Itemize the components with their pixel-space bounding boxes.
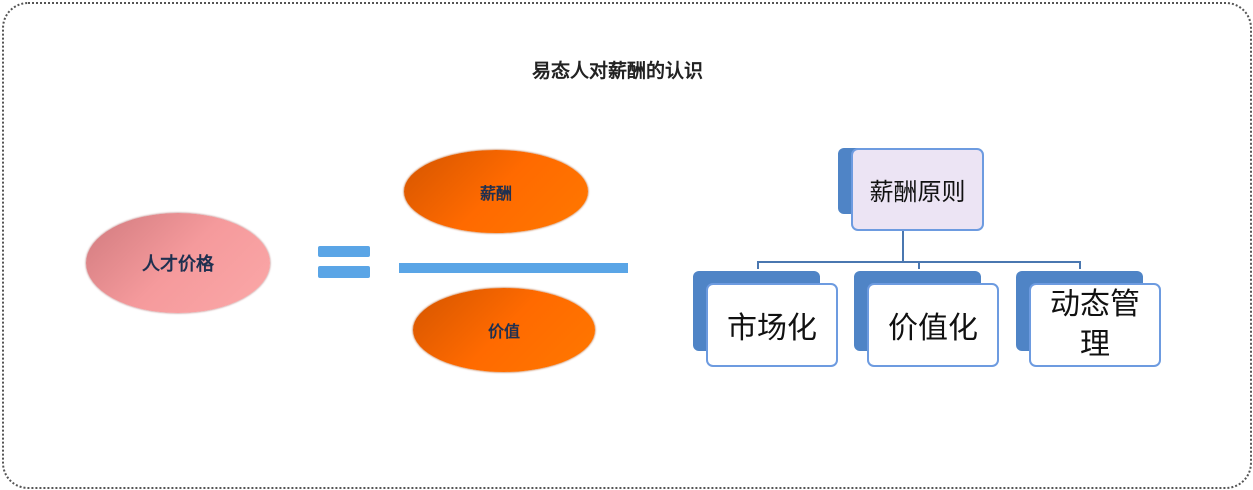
salary-label: 薪酬 — [479, 183, 512, 203]
connector-tick — [1079, 261, 1081, 269]
value-ellipse: 价值 — [413, 288, 595, 372]
root-label: 薪酬原则 — [869, 178, 966, 206]
root-box: 薪酬原则 — [851, 148, 984, 231]
equals-bar-top — [318, 246, 370, 257]
value-label: 价值 — [487, 322, 520, 341]
equals-bar-bottom — [318, 266, 370, 278]
talent-price-ellipse: 人才价格 — [86, 213, 270, 313]
talent-price-label: 人才价格 — [142, 254, 214, 275]
child-label: 动态管理 — [1050, 287, 1140, 362]
fraction-line — [399, 263, 628, 273]
child-box-value: 价值化 — [867, 283, 999, 367]
connector-vertical — [902, 231, 904, 262]
connector-tick — [918, 261, 920, 269]
connector-tick — [757, 261, 759, 269]
child-box-dynamic: 动态管理 — [1029, 283, 1161, 367]
child-box-market: 市场化 — [706, 283, 838, 367]
child-label: 市场化 — [727, 311, 817, 346]
diagram-title: 易态人对薪酬的认识 — [531, 60, 703, 82]
child-label: 价值化 — [888, 311, 978, 346]
salary-ellipse: 薪酬 — [404, 150, 588, 233]
